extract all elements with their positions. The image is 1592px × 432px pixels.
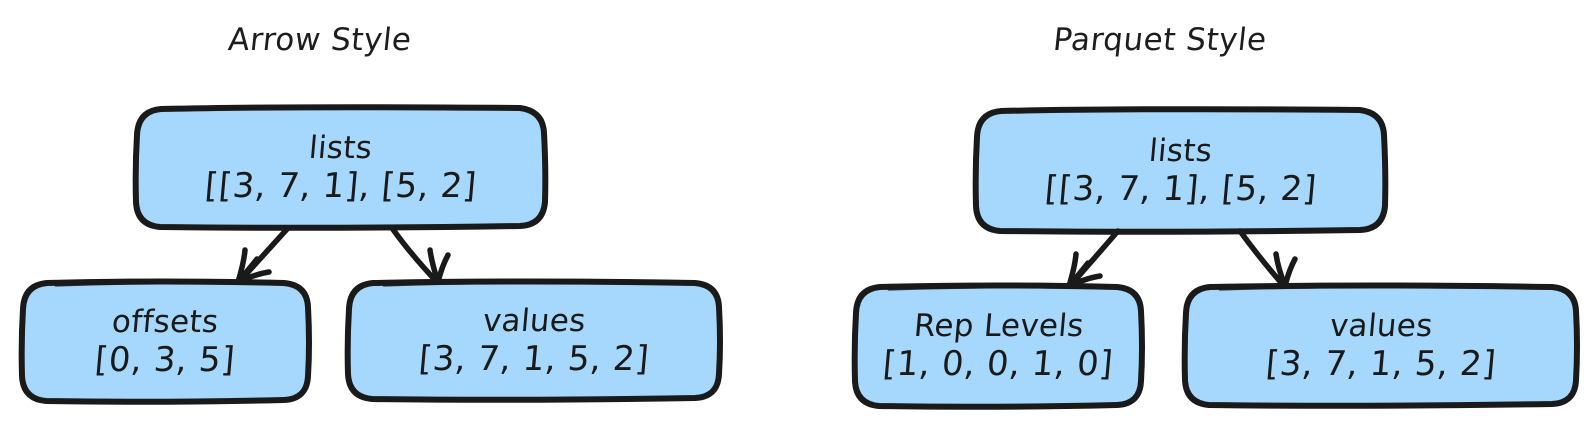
node-arrow-offsets-label: offsets: [110, 303, 221, 340]
node-parquet-lists-label: lists: [1147, 132, 1215, 169]
node-arrow-lists-label: lists: [307, 129, 375, 166]
node-arrow-offsets-value: [0, 3, 5]: [93, 340, 238, 381]
node-arrow-values[interactable]: values [3, 7, 1, 5, 2]: [349, 283, 719, 399]
panel-title-arrow-style: Arrow Style: [226, 22, 414, 58]
node-parquet-values-value: [3, 7, 1, 5, 2]: [1264, 344, 1498, 385]
node-arrow-lists-value: [[3, 7, 1], [5, 2]: [203, 166, 479, 207]
node-shape-parquet-rep-levels[interactable]: [851, 282, 1145, 410]
node-arrow-values-label: values: [481, 302, 587, 339]
edge-parquet-lists-to-rep-levels: [1066, 228, 1121, 289]
node-arrow-values-value: [3, 7, 1, 5, 2]: [417, 339, 651, 380]
node-shape-arrow-lists[interactable]: [132, 104, 549, 231]
node-arrow-offsets[interactable]: offsets [0, 3, 5]: [23, 283, 308, 401]
edge-parquet-lists-to-values: [1237, 228, 1298, 289]
node-shape-parquet-lists[interactable]: [972, 106, 1389, 235]
node-parquet-rep-levels-label: Rep Levels: [912, 307, 1085, 344]
node-parquet-lists[interactable]: lists [[3, 7, 1], [5, 2]: [977, 111, 1385, 231]
edge-arrow-lists-to-values: [389, 225, 451, 285]
node-parquet-rep-levels-value: [1, 0, 0, 1, 0]: [881, 344, 1116, 385]
node-parquet-lists-value: [[3, 7, 1], [5, 2]: [1043, 169, 1319, 210]
node-shape-parquet-values[interactable]: [1181, 282, 1580, 409]
node-parquet-values-label: values: [1328, 307, 1434, 344]
node-arrow-lists[interactable]: lists [[3, 7, 1], [5, 2]: [137, 109, 545, 227]
panel-title-parquet-style: Parquet Style: [1051, 22, 1269, 58]
edge-arrow-lists-to-offsets: [235, 225, 291, 285]
node-shape-arrow-offsets[interactable]: [18, 278, 312, 405]
node-shape-arrow-values[interactable]: [344, 278, 723, 403]
node-parquet-values[interactable]: values [3, 7, 1, 5, 2]: [1186, 287, 1576, 405]
node-parquet-rep-levels[interactable]: Rep Levels [1, 0, 0, 1, 0]: [856, 287, 1141, 405]
